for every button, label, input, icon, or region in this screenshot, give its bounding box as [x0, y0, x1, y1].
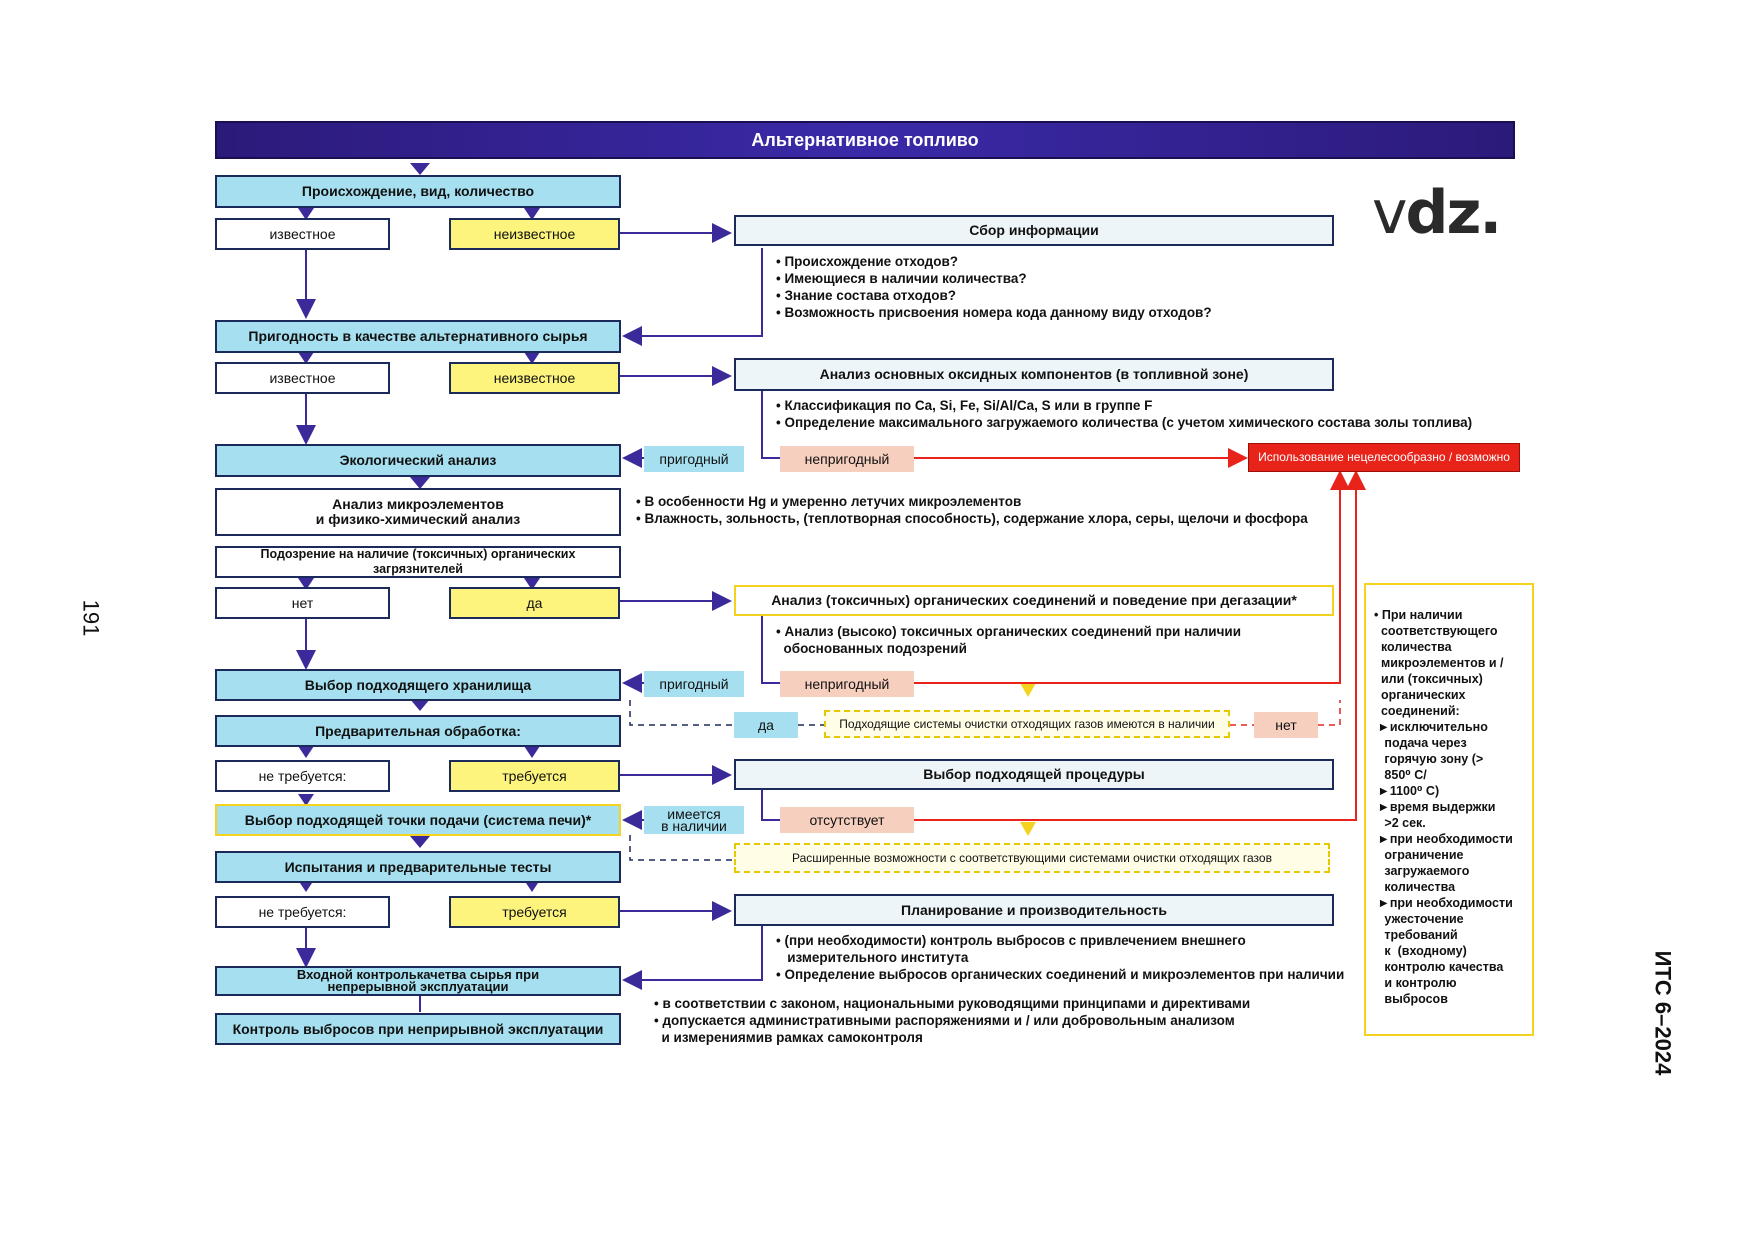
list-planning: • (при необходимости) контроль выбросов … — [776, 933, 1345, 982]
page-number: 191 — [78, 599, 104, 637]
pill-unsuitable-1: непригодный — [780, 446, 914, 472]
option-not-required-2: не требуется: — [215, 896, 390, 928]
pill-absent: отсутствует — [780, 807, 914, 833]
info-toxic: Анализ (токсичных) органических соединен… — [734, 585, 1334, 616]
step-ecology: Экологический анализ — [215, 444, 621, 477]
step-storage: Выбор подходящего хранилища — [215, 669, 621, 701]
step-suspicion: Подозрение на наличие (токсичных) органи… — [215, 546, 621, 578]
option-required-2: требуется — [449, 896, 620, 928]
option-required-1: требуется — [449, 760, 620, 792]
list-collect: • Происхождение отходов? • Имеющиеся в н… — [776, 254, 1212, 320]
option-not-required-1: не требуется: — [215, 760, 390, 792]
info-collect: Сбор информации — [734, 215, 1334, 246]
step-microanalysis: Анализ микроэлементов и физико-химически… — [215, 488, 621, 536]
info-procedure: Выбор подходящей процедуры — [734, 759, 1334, 790]
step-suitability: Пригодность в качестве альтернативного с… — [215, 320, 621, 353]
pill-unsuitable-2: непригодный — [780, 671, 914, 697]
side-note: • При наличии соответствующего количеств… — [1364, 583, 1534, 1036]
option-unknown-2: неизвестное — [449, 362, 620, 394]
pill-gas-yes: да — [734, 712, 798, 738]
pill-suitable-2: пригодный — [644, 671, 744, 697]
option-known-1: известное — [215, 218, 390, 250]
step-tests: Испытания и предварительные тесты — [215, 851, 621, 883]
step-pretreatment: Предварительная обработка: — [215, 715, 621, 747]
step-origin: Происхождение, вид, количество — [215, 175, 621, 208]
vdz-logo: vdz. — [1372, 178, 1502, 248]
step-input-control: Входной контролькачетва сырья при непрер… — [215, 966, 621, 996]
step-emission-control: Контроль выбросов при неприрывной эксплу… — [215, 1013, 621, 1045]
list-legal: • в соответствии с законом, национальным… — [654, 996, 1251, 1045]
list-micro: • В особенности Hg и умеренно летучих ми… — [636, 494, 1308, 526]
list-toxic: • Анализ (высоко) токсичных органических… — [776, 624, 1242, 656]
extended-options: Расширенные возможности с соответствующи… — [734, 843, 1330, 873]
list-oxide: • Классификация по Ca, Si, Fe, Si/Al/Ca,… — [776, 398, 1473, 430]
step-feed-point: Выбор подходящей точки подачи (система п… — [215, 804, 621, 836]
result-not-advisable: Использование нецелесообразно / возможно — [1248, 443, 1520, 472]
option-no: нет — [215, 587, 390, 619]
pill-suitable-1: пригодный — [644, 446, 744, 472]
document-code: ИТС 6–2024 — [1650, 950, 1676, 1076]
gas-cleaning-available: Подходящие системы очистки отходящих газ… — [824, 710, 1230, 738]
option-known-2: известное — [215, 362, 390, 394]
info-oxide: Анализ основных оксидных компонентов (в … — [734, 358, 1334, 391]
option-unknown-1: неизвестное — [449, 218, 620, 250]
info-planning: Планирование и производительность — [734, 894, 1334, 926]
option-yes: да — [449, 587, 620, 619]
diagram-title: Альтернативное топливо — [215, 121, 1515, 159]
pill-available: имеется в наличии — [644, 806, 744, 834]
pill-gas-no: нет — [1254, 712, 1318, 738]
